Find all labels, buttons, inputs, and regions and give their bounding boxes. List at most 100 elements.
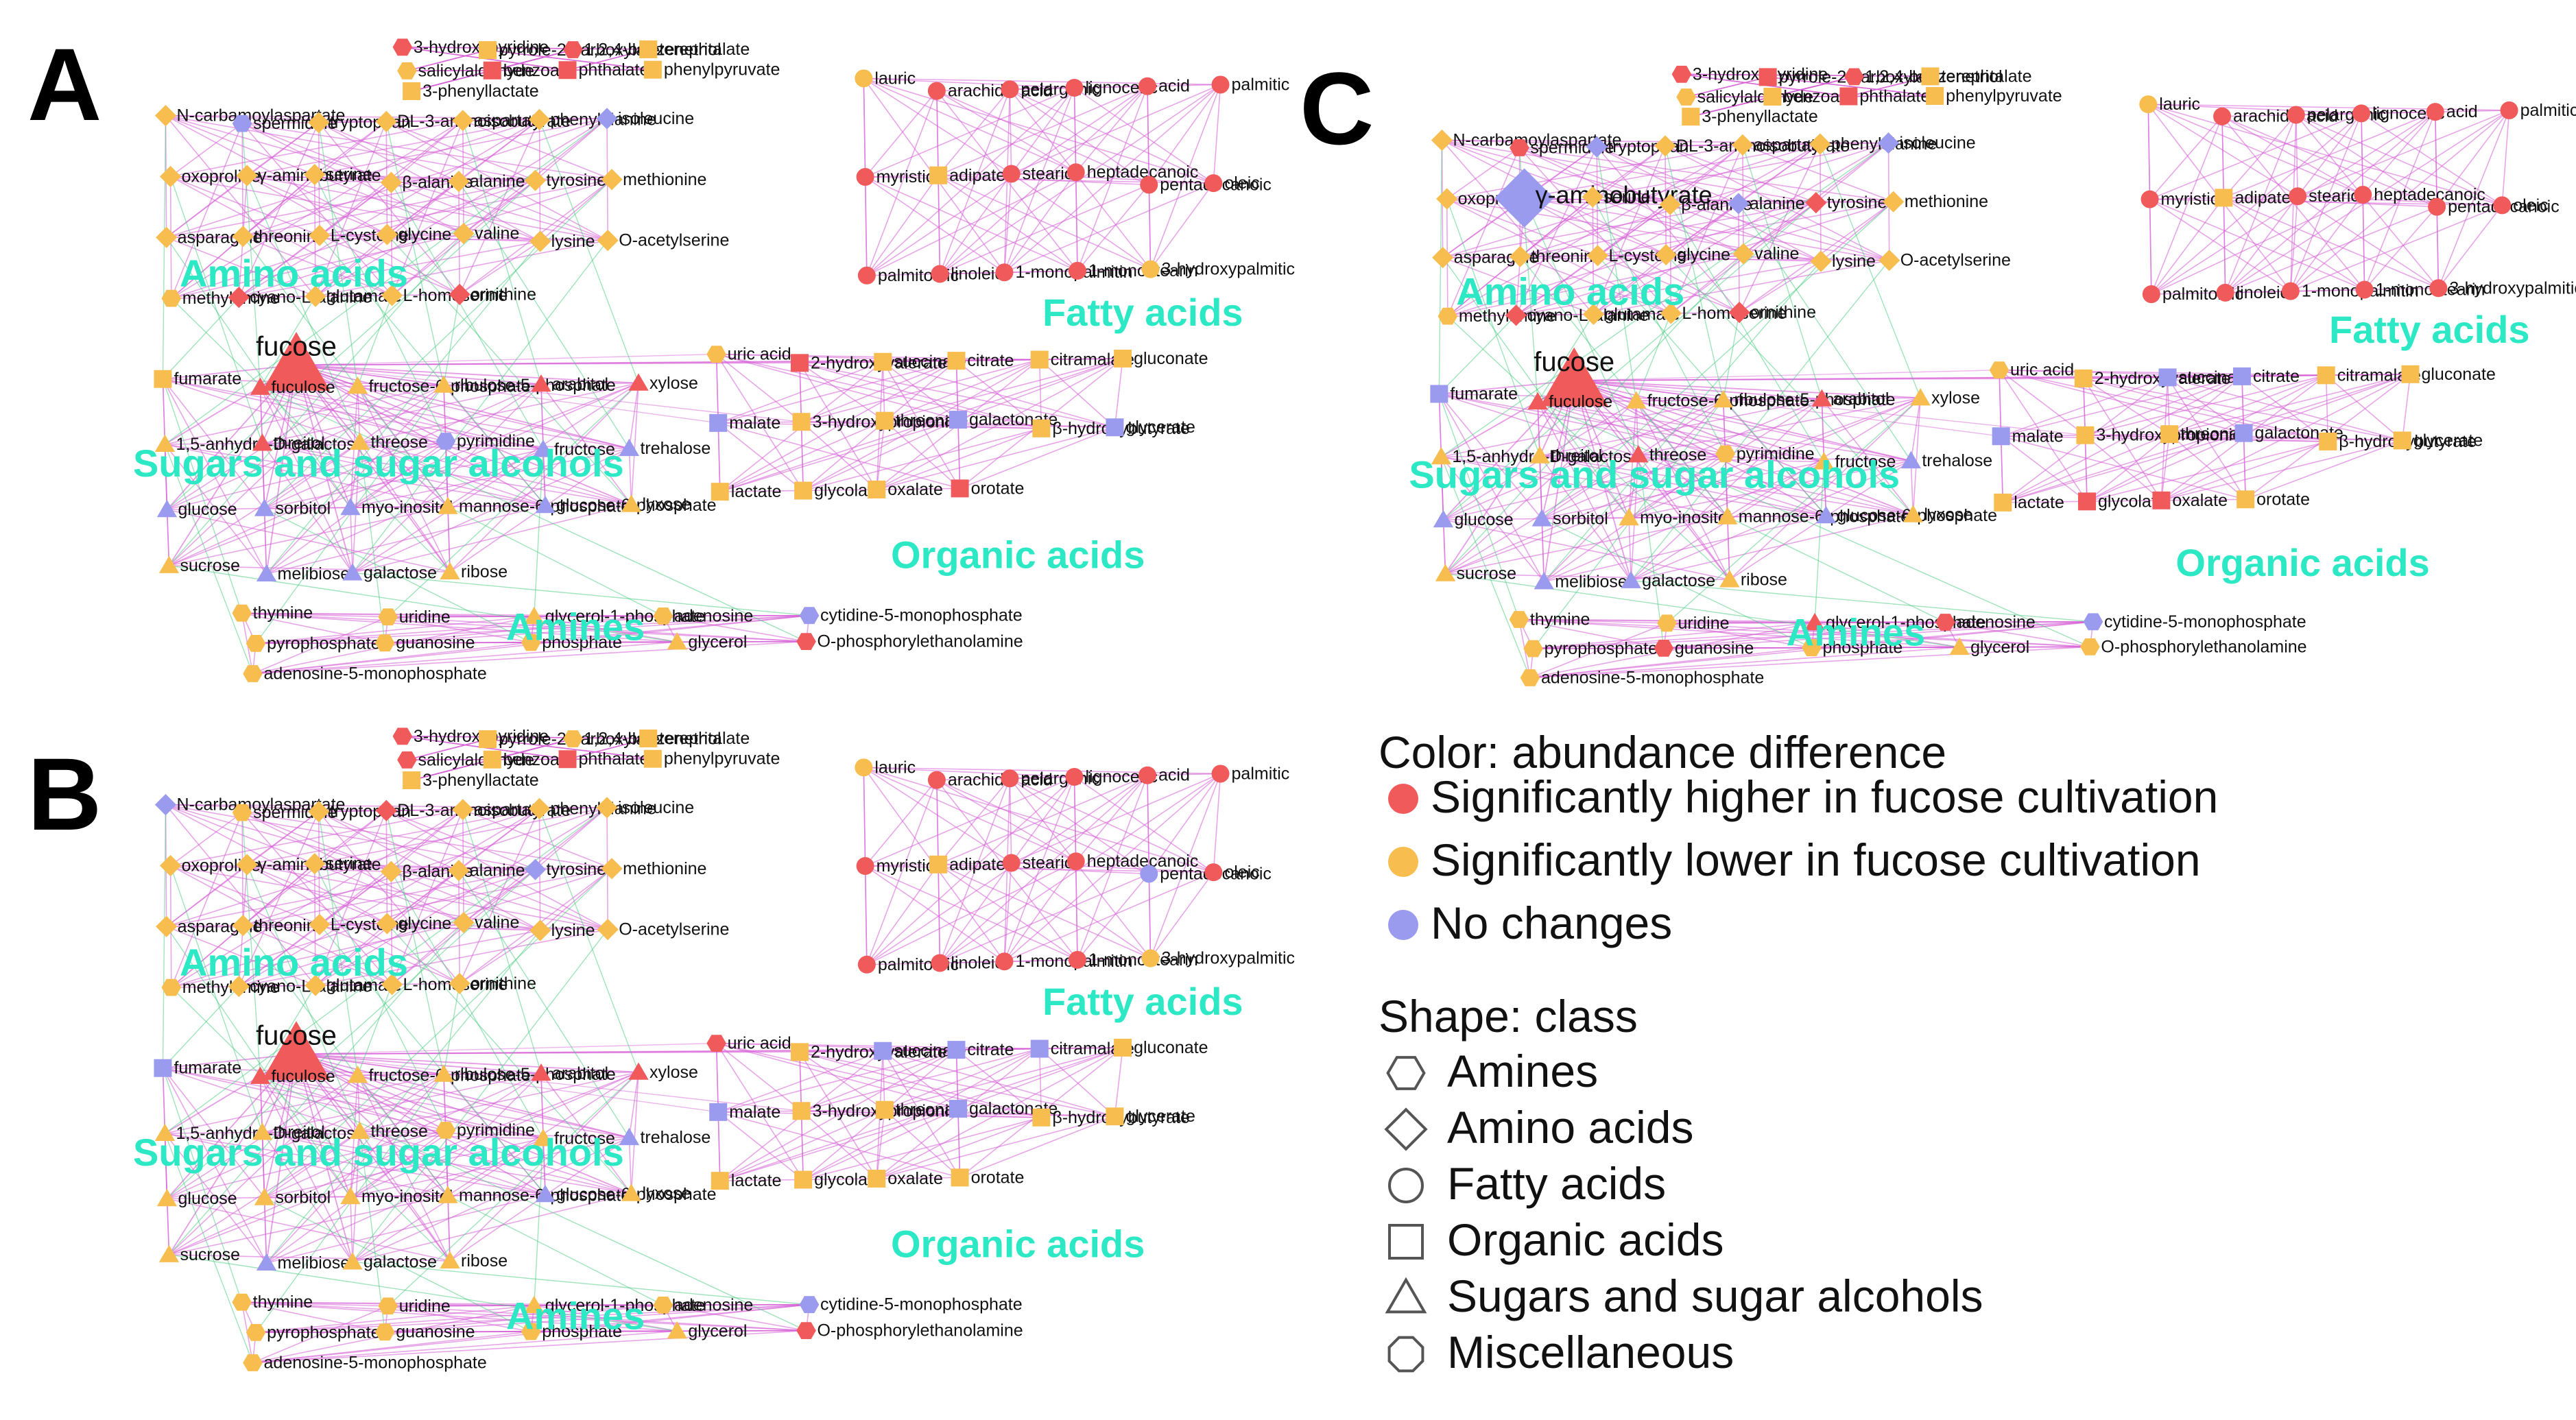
panel-a-edge: [799, 362, 1042, 429]
panel-a-edge: [162, 115, 167, 379]
panel-b-edge: [863, 767, 1214, 873]
panel-b-node-myo-inositol-label: myo-inositol: [361, 1187, 453, 1206]
panel-c-node-lactate-label: lactate: [2014, 493, 2064, 512]
panel-b-edge: [318, 811, 460, 984]
panel-b-node-guanosine-label: guanosine: [396, 1323, 475, 1342]
panel-b-edge: [866, 864, 939, 965]
panel-a-node-citramalate-marker: [1030, 350, 1049, 369]
panel-c-edge: [1537, 401, 2090, 647]
panel-c-node-melibiose-label: melibiose: [1555, 572, 1627, 591]
panel-a-node-methylamine-marker: [161, 289, 182, 307]
panel-c-edge: [1574, 378, 2084, 381]
panel-c-edge: [2151, 197, 2224, 295]
panel-b-node-cytidine-5-monophosphate-label: cytidine-5-monophosphate: [820, 1295, 1023, 1314]
panel-b-edge: [717, 1111, 804, 1181]
panel-b-node-hydroxybutyrate-marker: [1032, 1108, 1051, 1127]
panel-b-node-serine-label: serine: [326, 854, 372, 874]
panel-c-node-sucrose-label: sucrose: [1457, 564, 1517, 583]
panel-b-node-benzoate-marker: [483, 750, 501, 769]
panel-b-edge: [1114, 1047, 1123, 1117]
panel-a-node-glucose-marker: [156, 499, 178, 518]
panel-b-edge: [1039, 1048, 1115, 1117]
panel-a-node-arachidic-acid-marker: [927, 82, 946, 100]
panel-a-node-glycerate-label: glycerate: [1125, 418, 1195, 437]
panel-a-node-hydroxybutyrate-marker: [1032, 419, 1051, 437]
panel-a-node-pelargonic-marker: [1001, 80, 1019, 99]
panel-a-node-oxalate-marker: [868, 480, 886, 498]
panel-a-edge: [407, 69, 653, 72]
panel-c-edge: [1529, 623, 1667, 679]
panel-a-edge: [252, 640, 807, 675]
panel-c-node-threitol-label: threitol: [1551, 446, 1602, 466]
panel-b-edge: [241, 1301, 807, 1332]
panel-c-node-methionine-label: methionine: [1905, 192, 1988, 211]
legend-shape-label-diamond: Amino acids: [1447, 1102, 1694, 1153]
panel-c-edge: [2295, 110, 2509, 116]
panel-b-node-trehalose-label: trehalose: [640, 1128, 711, 1147]
panel-a-edge: [799, 362, 885, 422]
panel-c-node-ornithine-label: ornithine: [1750, 303, 1816, 322]
panel-b-edge: [628, 1072, 639, 1138]
panel-c-edge: [2003, 498, 2246, 503]
panel-b-node-glutamate-marker: [305, 974, 326, 996]
panel-a-edge: [1149, 182, 1214, 270]
panel-c-edge: [1438, 393, 1542, 520]
panel-a-edge: [1011, 84, 1221, 175]
panel-b-edge: [259, 1076, 353, 1262]
panel-a-edge: [241, 612, 678, 643]
panel-c-edge: [2223, 197, 2226, 293]
panel-b-node-thymine-marker: [232, 1293, 252, 1311]
panel-a-edge: [1077, 86, 1148, 272]
panel-a-node-adenosine-label: adenosine: [674, 606, 753, 625]
panel-a-edge: [1077, 184, 1149, 272]
panel-a-edge: [386, 118, 608, 123]
panel-a-node-acid-marker: [1138, 77, 1156, 95]
panel-c-edge: [2225, 287, 2439, 293]
panel-c-edge: [1742, 145, 1823, 399]
panel-a-edge: [938, 88, 1011, 176]
panel-c-edge: [1447, 315, 1730, 580]
panel-c-node-xylose-marker: [1910, 388, 1931, 406]
panel-a-node-fucose-marker: [262, 332, 331, 391]
panel-b-edge: [296, 1053, 546, 1195]
panel-a-node-fumarate-marker: [154, 370, 172, 388]
panel-b-node-oleic-label: oleic: [1224, 863, 1259, 882]
panel-c-edge: [2084, 435, 2162, 501]
panel-a-edge: [266, 241, 541, 575]
panel-c-edge: [2169, 374, 2411, 435]
panel-b: 3-hydroxypyridineN-carbamoylaspartatepyr…: [27, 727, 1295, 1373]
panel-a-node-glycerate-marker: [1106, 418, 1124, 437]
panel-b-edge: [459, 930, 541, 985]
panel-a-edge: [357, 385, 451, 573]
panel-b-node-lysine-label: lysine: [551, 921, 595, 940]
panel-c-edge: [1667, 622, 2090, 648]
legend-color-label-higher: Significantly higher in fucose cultivati…: [1431, 771, 2218, 822]
panel-a-node-aminobutyrate-marker: [236, 165, 258, 186]
panel-b-node-threonine-marker: [232, 915, 254, 937]
panel-a-letter: A: [27, 27, 102, 142]
panel-a-edge: [296, 360, 957, 366]
legend-color-swatch-unchanged: [1388, 910, 1418, 940]
panel-b-edge: [801, 1110, 877, 1179]
panel-a-edge: [163, 364, 297, 380]
panel-c-edge: [1533, 621, 1946, 649]
panel-a-edge: [866, 91, 938, 276]
panel-a-edge: [866, 175, 939, 276]
panel-a-edge: [315, 121, 387, 297]
panel-a-edge: [359, 442, 632, 505]
panel-c-edge: [2148, 104, 2503, 206]
panel-a-node-fuculose-marker: [250, 377, 271, 395]
panel-a-node-l-homoserine-marker: [381, 285, 403, 306]
panel-c-node-glutamate-marker: [1582, 303, 1605, 325]
panel-c-node-pyrrole-2-carboxylate-marker: [1758, 68, 1777, 86]
panel-c-edge: [1543, 399, 1724, 582]
panel-a-node-pyrimidine-label: pyrimidine: [457, 431, 535, 450]
panel-b-edge: [169, 1072, 639, 1255]
panel-b-edge: [1148, 773, 1221, 874]
panel-b-edge: [314, 863, 464, 924]
panel-c-edge: [1543, 380, 1575, 582]
panel-b-edge: [165, 804, 387, 924]
panel-c-edge: [1537, 314, 1595, 402]
panel-b-edge: [718, 1049, 957, 1113]
panel-b-node-stearic-marker: [1002, 854, 1021, 872]
